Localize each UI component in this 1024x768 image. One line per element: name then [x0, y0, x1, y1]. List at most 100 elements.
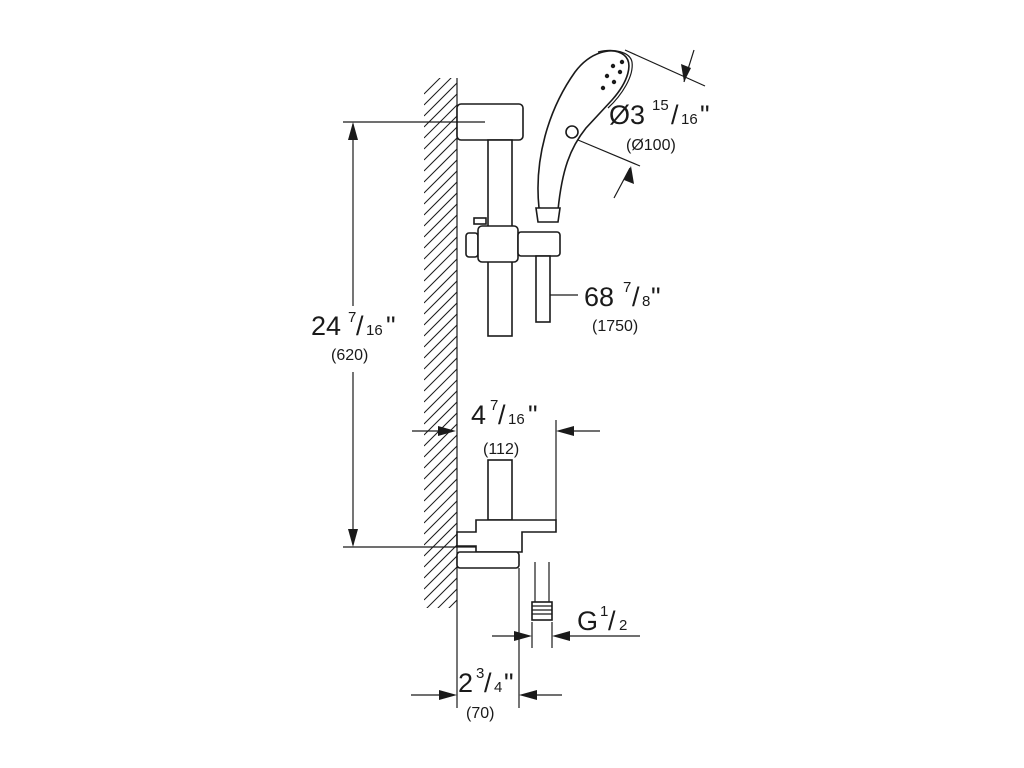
dim-diam-num: 15 [652, 97, 669, 114]
dim-offset-whole: 2 [458, 668, 473, 698]
dim-proj-metric: (112) [483, 441, 519, 458]
dim-proj-den: 16 [508, 411, 525, 428]
hatch-line [424, 632, 458, 666]
dim-offset-unit: " [504, 668, 514, 698]
holder-hose [535, 255, 551, 323]
dim-diameter: Ø3 15 / 16 " (Ø100) [577, 49, 710, 199]
hatch-line [424, 511, 457, 546]
hatch-line [424, 423, 457, 458]
hatch-line [424, 93, 457, 128]
hatch-line [424, 654, 458, 688]
bottom-bracket-base [456, 551, 520, 569]
dim-offset-num: 3 [476, 665, 484, 682]
hatch-line [424, 214, 457, 249]
dim-offset-arrow-right [519, 690, 537, 700]
dim-rail-den: 16 [366, 322, 383, 339]
dim-diam-ext-bottom [577, 139, 641, 167]
dim-rail-arrow-top [348, 122, 358, 140]
hatch-line [424, 280, 457, 315]
hatch-line [424, 445, 457, 480]
dim-rail-num: 7 [348, 309, 356, 326]
dim-proj-unit: " [528, 400, 538, 430]
hatch-line [424, 104, 457, 139]
hatch-line [424, 533, 457, 568]
hatch-line [424, 258, 457, 293]
hatch-line [424, 291, 457, 326]
hatch-line [424, 181, 457, 216]
hatch-line [424, 78, 452, 106]
shower-pivot [565, 125, 579, 139]
dim-hose-unit: " [651, 282, 661, 312]
dim-diam-unit: " [700, 100, 710, 130]
hatch-line [424, 78, 441, 95]
dim-diam-arrow-top [681, 64, 691, 82]
hatch-line [437, 588, 457, 608]
dim-hose-slash: / [632, 282, 640, 312]
dim-offset-metric: (70) [466, 705, 494, 722]
hatch-line [424, 203, 457, 238]
dim-rail-whole: 24 [311, 311, 341, 341]
hand-shower [535, 49, 633, 223]
dim-diam-den: 16 [681, 111, 698, 128]
dim-diam-arrow-bottom [624, 166, 634, 184]
dim-proj-slash: / [498, 400, 506, 430]
dim-hose-whole: 68 [584, 282, 614, 312]
hatch-line [424, 544, 457, 579]
slider-arm [517, 231, 561, 257]
dim-proj-num: 7 [490, 397, 498, 414]
hatch-line [448, 599, 457, 608]
hatch-line [424, 522, 457, 557]
dim-thread-arrow-right [552, 631, 570, 641]
slider-holder [465, 217, 561, 323]
hand-shower-collar [535, 207, 561, 223]
hatch-line [424, 236, 457, 271]
hatch-line [424, 159, 457, 194]
dim-rail-length: 24 7 / 16 " (620) [311, 121, 485, 548]
hatch-line [424, 555, 457, 590]
hatch-line [424, 137, 457, 172]
dim-thread-prefix: G [577, 606, 598, 636]
dim-diam-line-bottom [613, 167, 631, 199]
slider-body [477, 225, 519, 263]
dim-diam-symbol: Ø3 [609, 100, 645, 130]
dim-hose-num: 7 [623, 279, 631, 296]
slider-left-cap [465, 232, 479, 258]
dim-diam-metric: (Ø100) [626, 137, 676, 154]
dim-hose-metric: (1750) [592, 318, 638, 335]
hand-shower-body [537, 50, 630, 211]
dim-thread-den: 2 [619, 617, 627, 634]
connector-knurling [532, 605, 552, 615]
hatch-line [424, 148, 457, 183]
hatch-line [424, 335, 457, 370]
hatch-line [424, 115, 457, 150]
wall [424, 78, 458, 688]
hatch-line [424, 621, 458, 655]
hatch-line [426, 577, 457, 608]
hatch-line [424, 269, 457, 304]
dim-hose-length: 68 7 / 8 " (1750) [550, 279, 661, 335]
dim-thread: G 1 / 2 [492, 603, 640, 648]
hatch-line [424, 346, 457, 381]
hatch-line [424, 379, 457, 414]
dim-proj-whole: 4 [471, 400, 486, 430]
hatch-line [424, 247, 457, 282]
hatch-line [424, 467, 457, 502]
hatch-line [424, 225, 457, 260]
hatch-line [424, 368, 457, 403]
hatch-line [424, 434, 457, 469]
hatch-line [424, 610, 458, 644]
shower-head-face [597, 49, 633, 109]
hatch-line [424, 390, 457, 425]
rail-tube-lower [487, 459, 513, 521]
dim-rail-unit: " [386, 311, 396, 341]
dim-hose-den: 8 [642, 293, 650, 310]
hatch-line [424, 401, 457, 436]
hose-connector-nut [531, 601, 553, 621]
dim-thread-num: 1 [600, 603, 608, 620]
hatch-line [424, 192, 457, 227]
dim-proj-arrow-left [438, 426, 456, 436]
dim-projection: 4 7 / 16 " (112) [412, 397, 600, 520]
dim-rail-metric: (620) [331, 347, 368, 364]
shower-head-nozzles [600, 59, 625, 91]
